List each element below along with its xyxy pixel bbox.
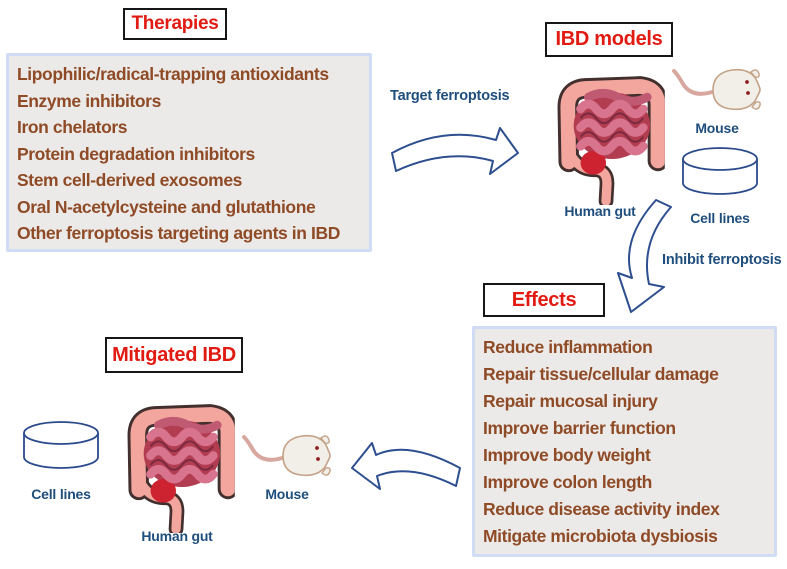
- list-line: Enzyme inhibitors: [17, 90, 161, 111]
- arrow-left-icon: [351, 442, 461, 490]
- human-gut-label: Human gut: [564, 203, 636, 219]
- therapies-title: Therapies: [131, 13, 219, 34]
- list-line: Improve barrier function: [483, 418, 676, 438]
- mouse-icon: [242, 428, 332, 483]
- list-line: Protein degradation inhibitors: [17, 143, 255, 164]
- list-line: Improve body weight: [483, 445, 651, 465]
- list-line: Reduce disease activity index: [483, 499, 720, 519]
- human-gut-icon: [118, 388, 236, 533]
- cell-lines-icon: [22, 420, 100, 472]
- ibd-models-title: IBD models: [555, 28, 663, 50]
- list-line: Repair mucosal injury: [483, 391, 658, 411]
- mitigated-ibd-title-box: Mitigated IBD: [105, 337, 243, 373]
- list-line: Reduce inflammation: [483, 337, 653, 357]
- effects-title: Effects: [511, 288, 577, 311]
- therapies-list-box: Lipophilic/radical-trapping antioxidants…: [6, 53, 372, 252]
- cell-lines-label: Cell lines: [31, 486, 91, 502]
- arrow-down-left-icon: [617, 199, 672, 313]
- list-line: Stem cell-derived exosomes: [17, 170, 242, 190]
- mitigated-ibd-title: Mitigated IBD: [112, 343, 236, 366]
- mouse-label: Mouse: [265, 486, 309, 502]
- list-line: Lipophilic/radical-trapping antioxidants: [17, 64, 329, 84]
- list-line: Other ferroptosis targeting agents in IB…: [17, 223, 340, 243]
- therapies-title-box: Therapies: [123, 8, 227, 40]
- cell-lines-icon: [681, 146, 759, 198]
- human-gut-label: Human gut: [141, 528, 213, 544]
- target-ferroptosis-label: Target ferroptosis: [390, 88, 510, 104]
- ibd-models-title-box: IBD models: [545, 22, 673, 57]
- mouse-label: Mouse: [695, 120, 739, 136]
- list-line: Oral N-acetylcysteine and glutathione: [17, 196, 316, 217]
- list-line: Mitigate microbiota dysbiosis: [483, 526, 718, 546]
- list-line: Iron chelators: [17, 117, 128, 137]
- list-line: Improve colon length: [483, 472, 652, 492]
- cell-lines-label: Cell lines: [690, 210, 750, 226]
- effects-title-box: Effects: [483, 283, 605, 317]
- arrow-right-icon: [391, 127, 519, 175]
- mouse-icon: [672, 62, 762, 117]
- inhibit-ferroptosis-label: Inhibit ferroptosis: [662, 252, 782, 268]
- list-line: Repair tissue/cellular damage: [483, 364, 719, 384]
- human-gut-icon: [548, 60, 666, 205]
